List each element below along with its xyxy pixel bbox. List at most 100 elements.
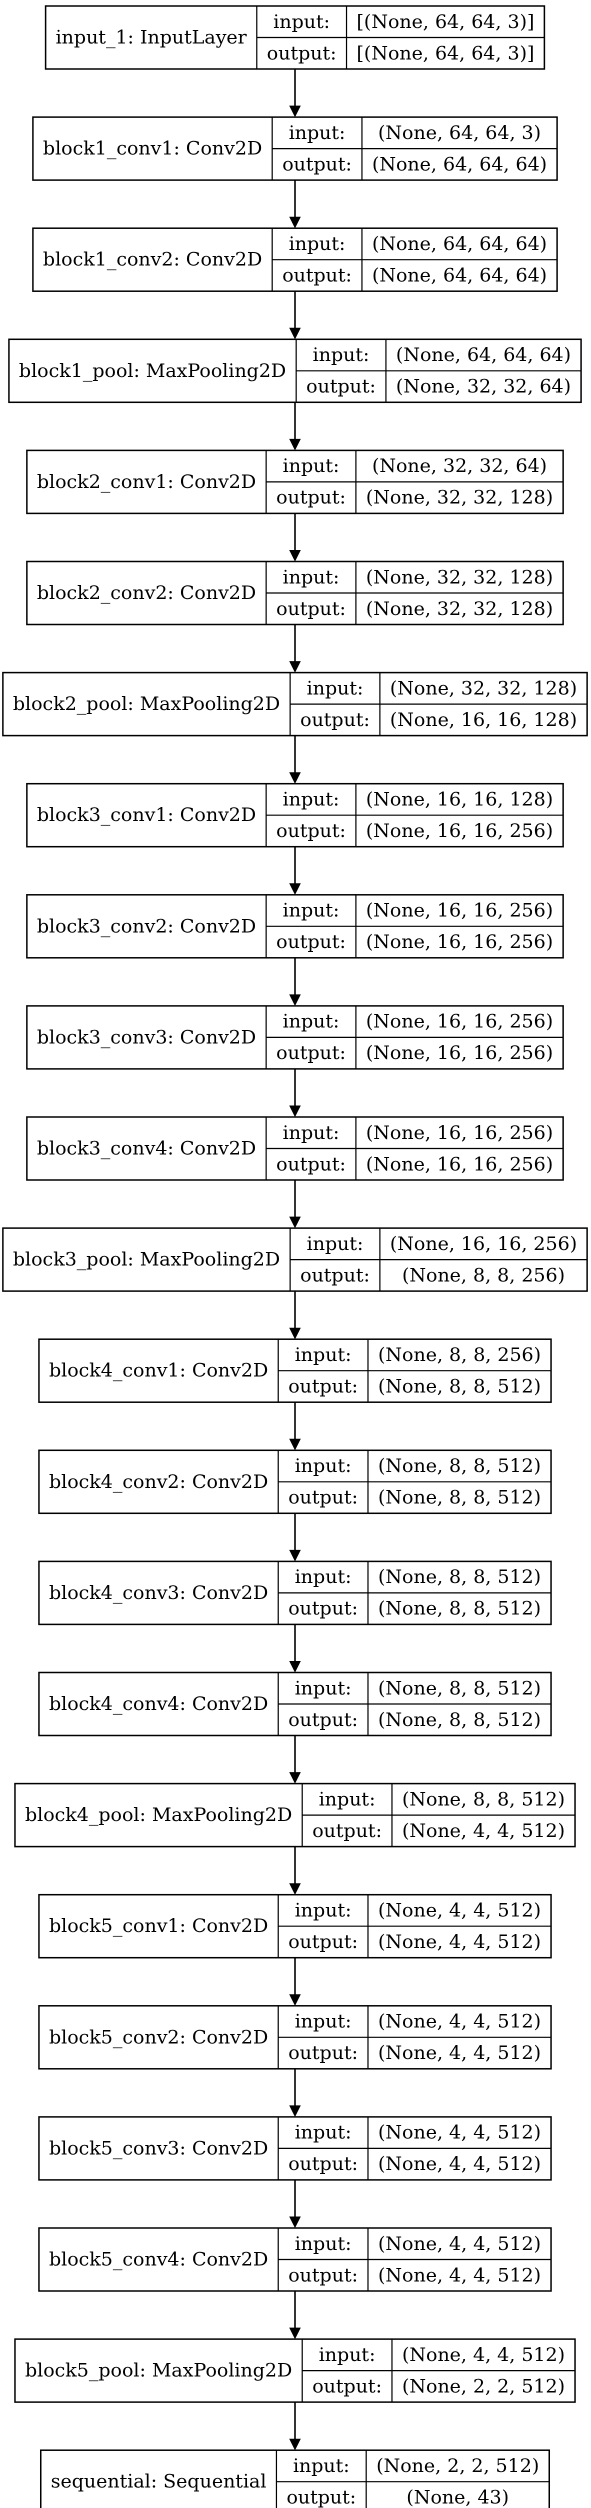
output-shape: (None, 16, 16, 128) <box>390 709 577 731</box>
arrowhead <box>289 994 301 1007</box>
layer-name: block4_pool: MaxPooling2D <box>25 1804 292 1826</box>
output-shape: (None, 43) <box>406 2486 509 2508</box>
input-label: input: <box>295 1899 352 1921</box>
output-shape: (None, 8, 8, 512) <box>378 1375 541 1397</box>
layer-name: block1_pool: MaxPooling2D <box>19 360 286 382</box>
output-label: output: <box>282 153 352 175</box>
output-label: output: <box>276 598 346 620</box>
output-label: output: <box>282 264 352 286</box>
layer-name: block4_conv4: Conv2D <box>49 1693 268 1715</box>
output-shape: (None, 4, 4, 512) <box>378 1931 541 1953</box>
output-shape: (None, 64, 64, 64) <box>372 264 547 286</box>
arrowhead <box>289 1994 301 2006</box>
arrowhead <box>289 327 301 340</box>
layer-name: block5_pool: MaxPooling2D <box>25 2360 292 2382</box>
layer-name: block5_conv1: Conv2D <box>49 1915 268 1937</box>
input-shape: (None, 64, 64, 64) <box>372 233 547 255</box>
arrowhead <box>289 105 301 118</box>
layer-node <box>38 2005 552 2070</box>
output-shape: (None, 16, 16, 256) <box>366 1153 553 1175</box>
layer-node <box>2 1227 588 1292</box>
output-label: output: <box>267 42 337 64</box>
layer-node <box>26 782 564 848</box>
input-shape: (None, 32, 32, 64) <box>372 455 547 477</box>
layer-node <box>38 2116 552 2181</box>
arrowhead <box>289 1883 301 1895</box>
input-label: input: <box>295 2122 352 2144</box>
output-label: output: <box>288 1598 358 1620</box>
input-label: input: <box>295 1566 352 1588</box>
layer-node <box>8 338 582 404</box>
output-shape: (None, 8, 8, 512) <box>378 1709 541 1731</box>
output-label: output: <box>276 931 346 953</box>
arrowhead <box>289 1661 301 1673</box>
layer-name: sequential: Sequential <box>51 2471 267 2493</box>
layer-name: block2_conv1: Conv2D <box>37 471 256 493</box>
layer-box <box>39 2449 551 2508</box>
input-shape: (None, 16, 16, 256) <box>366 1122 553 1144</box>
input-label: input: <box>307 1233 364 1255</box>
output-shape: (None, 32, 32, 64) <box>396 376 571 398</box>
output-shape: (None, 4, 4, 512) <box>378 2264 541 2286</box>
input-label: input: <box>319 2344 376 2366</box>
input-shape: (None, 8, 8, 512) <box>378 1455 541 1477</box>
layer-name: block1_conv2: Conv2D <box>43 249 262 271</box>
layer-name: block3_conv3: Conv2D <box>37 1026 256 1048</box>
input-label: input: <box>283 788 340 810</box>
arrowhead <box>289 438 301 451</box>
arrowhead <box>289 772 301 784</box>
output-label: output: <box>288 1375 358 1397</box>
input-label: input: <box>295 1677 352 1699</box>
input-shape: (None, 16, 16, 256) <box>366 1011 553 1033</box>
output-shape: (None, 8, 8, 512) <box>378 1598 541 1620</box>
input-label: input: <box>289 122 346 144</box>
output-shape: (None, 2, 2, 512) <box>402 2375 565 2397</box>
input-shape: (None, 32, 32, 128) <box>390 677 577 699</box>
layer-node <box>38 1338 552 1403</box>
arrowhead <box>289 2216 301 2229</box>
arrowhead <box>289 1216 301 1229</box>
layer-name: block2_pool: MaxPooling2D <box>13 693 280 715</box>
input-label: input: <box>307 677 364 699</box>
output-label: output: <box>300 1264 370 1286</box>
layer-name: block4_conv3: Conv2D <box>49 1582 268 1604</box>
output-shape: (None, 8, 8, 512) <box>378 1487 541 1509</box>
input-shape: (None, 16, 16, 256) <box>366 900 553 922</box>
arrowhead <box>289 2438 301 2451</box>
output-shape: (None, 4, 4, 512) <box>378 2153 541 2175</box>
arrowhead <box>289 661 301 673</box>
arrowhead <box>289 1772 301 1784</box>
input-label: input: <box>283 566 340 588</box>
input-shape: (None, 32, 32, 128) <box>366 566 553 588</box>
input-label: input: <box>273 11 330 33</box>
output-shape: (None, 16, 16, 256) <box>366 820 553 842</box>
output-label: output: <box>276 487 346 509</box>
layer-node <box>14 2338 576 2403</box>
input-label: input: <box>283 1011 340 1033</box>
output-label: output: <box>288 2153 358 2175</box>
input-label: input: <box>295 2011 352 2033</box>
input-shape: (None, 8, 8, 512) <box>378 1566 541 1588</box>
arrowhead <box>289 2105 301 2118</box>
layer-name: block5_conv3: Conv2D <box>49 2137 268 2159</box>
input-shape: (None, 8, 8, 512) <box>402 1788 565 1810</box>
output-label: output: <box>276 820 346 842</box>
input-label: input: <box>283 900 340 922</box>
output-label: output: <box>276 1042 346 1064</box>
arrowhead <box>289 883 301 895</box>
arrowhead <box>289 216 301 229</box>
input-label: input: <box>295 1344 352 1366</box>
output-shape: (None, 16, 16, 256) <box>366 1042 553 1064</box>
layer-name: block5_conv4: Conv2D <box>49 2249 268 2271</box>
input-shape: (None, 4, 4, 512) <box>378 1899 541 1921</box>
layer-node <box>38 1449 552 1515</box>
input-shape: (None, 4, 4, 512) <box>378 2011 541 2033</box>
layer-name: block3_conv2: Conv2D <box>37 915 256 937</box>
layer-node <box>38 1893 552 1959</box>
output-label: output: <box>288 1931 358 1953</box>
arrowhead <box>289 1549 301 1562</box>
input-label: input: <box>319 1788 376 1810</box>
output-label: output: <box>288 1709 358 1731</box>
